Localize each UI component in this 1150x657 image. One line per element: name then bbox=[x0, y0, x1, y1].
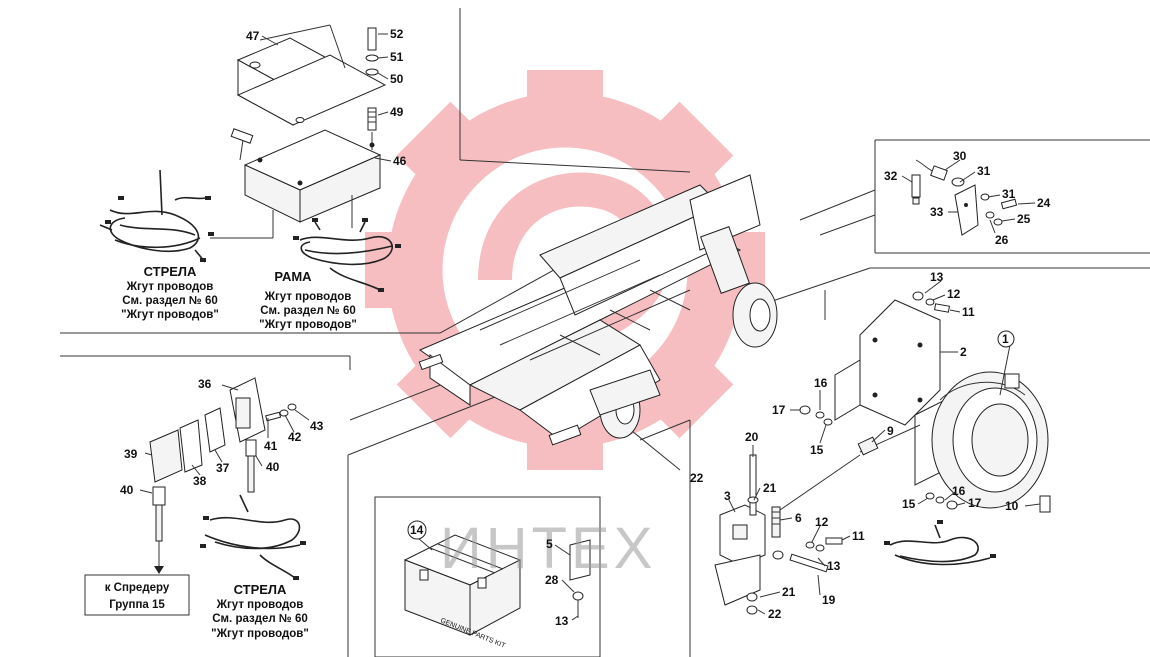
callout-19: 19 bbox=[822, 593, 836, 607]
caption-line: Группа 15 bbox=[109, 599, 165, 611]
callout-3: 3 bbox=[724, 489, 731, 503]
callout-12b: 12 bbox=[815, 515, 829, 529]
callout-14: 14 bbox=[410, 523, 424, 537]
wire-harness-right bbox=[884, 520, 996, 566]
caption-line: Жгут проводов bbox=[264, 291, 352, 303]
wire-harness-rama bbox=[293, 218, 401, 292]
callout-51: 51 bbox=[390, 50, 404, 64]
caption-line: См. раздел № 60 bbox=[260, 305, 355, 317]
caption-line: "Жгут проводов" bbox=[121, 309, 219, 321]
callout-1: 1 bbox=[1002, 332, 1009, 346]
callout-42: 42 bbox=[288, 430, 302, 444]
callout-36: 36 bbox=[198, 377, 212, 391]
caption-line: Жгут проводов bbox=[126, 281, 214, 293]
callout-40b: 40 bbox=[120, 483, 134, 497]
genuine-parts-kit: GENUINE PARTS KIT bbox=[403, 534, 522, 650]
callout-15a: 15 bbox=[810, 443, 824, 457]
callout-25: 25 bbox=[1017, 212, 1031, 226]
callout-15b: 15 bbox=[902, 497, 916, 511]
caption-line: к Спредеру bbox=[105, 582, 170, 594]
callout-21b: 21 bbox=[782, 585, 796, 599]
sensor-assembly-30-33 bbox=[911, 159, 1018, 236]
callout-30: 30 bbox=[953, 149, 967, 163]
caption-strela-bottom: СТРЕЛА Жгут проводов См. раздел № 60 "Жг… bbox=[211, 582, 309, 640]
connector-assembly-36-43 bbox=[149, 377, 297, 574]
caption-line: См. раздел № 60 bbox=[212, 613, 307, 625]
callout-32: 32 bbox=[884, 169, 898, 183]
callout-26: 26 bbox=[995, 233, 1009, 247]
callout-28: 28 bbox=[545, 573, 559, 587]
caption-spreader: к Спредеру Группа 15 bbox=[105, 582, 170, 611]
wire-harness-strela-bottom bbox=[200, 494, 306, 580]
callout-22b: 22 bbox=[690, 471, 704, 485]
bracket-47 bbox=[236, 24, 387, 126]
callout-38: 38 bbox=[193, 474, 207, 488]
callout-31b: 31 bbox=[1002, 187, 1016, 201]
callout-46: 46 bbox=[393, 154, 407, 168]
callout-2: 2 bbox=[960, 345, 967, 359]
small-parts-5-28 bbox=[569, 539, 591, 618]
caption-title: СТРЕЛА bbox=[144, 264, 197, 279]
callout-17b: 17 bbox=[968, 496, 982, 510]
cable-drum-1 bbox=[857, 371, 1049, 509]
callout-33: 33 bbox=[930, 205, 944, 219]
spreader-ref-box bbox=[84, 574, 190, 616]
callout-47: 47 bbox=[246, 29, 260, 43]
callout-9: 9 bbox=[887, 424, 894, 438]
bracket-2 bbox=[834, 299, 941, 426]
callout-10: 10 bbox=[1005, 499, 1019, 513]
wire-harness-strela-top bbox=[99, 169, 214, 263]
caption-line: Жгут проводов bbox=[216, 599, 304, 611]
callout-5: 5 bbox=[546, 537, 553, 551]
caption-line: "Жгут проводов" bbox=[259, 319, 357, 331]
control-box-46 bbox=[210, 128, 382, 239]
callout-16b: 16 bbox=[952, 484, 966, 498]
callout-13a: 13 bbox=[930, 270, 944, 284]
callout-40a: 40 bbox=[266, 460, 280, 474]
callout-22a: 22 bbox=[768, 607, 782, 621]
callout-24: 24 bbox=[1037, 196, 1051, 210]
panel-dividers bbox=[60, 8, 1150, 657]
callout-50: 50 bbox=[390, 72, 404, 86]
callout-1-circle bbox=[997, 330, 1015, 348]
caption-title: РАМА bbox=[274, 269, 312, 284]
callout-14-circle bbox=[407, 520, 427, 540]
leader-lines bbox=[139, 33, 1041, 621]
callout-20: 20 bbox=[745, 430, 759, 444]
callout-39: 39 bbox=[124, 447, 138, 461]
callout-11b: 11 bbox=[852, 529, 865, 543]
caption-title: СТРЕЛА bbox=[234, 582, 287, 597]
callout-52: 52 bbox=[390, 27, 404, 41]
callout-49: 49 bbox=[390, 105, 404, 119]
callout-21a: 21 bbox=[763, 481, 777, 495]
hardware-right bbox=[799, 291, 1051, 513]
mount-brackets-3-4-6 bbox=[714, 454, 861, 615]
caption-line: См. раздел № 60 bbox=[122, 295, 217, 307]
callout-16a: 16 bbox=[814, 376, 828, 390]
callout-12a: 12 bbox=[947, 287, 961, 301]
callout-41: 41 bbox=[264, 439, 278, 453]
reach-stacker-machine bbox=[418, 174, 778, 446]
callout-6: 6 bbox=[795, 511, 802, 525]
caption-rama: РАМА Жгут проводов См. раздел № 60 "Жгут… bbox=[259, 269, 357, 331]
watermark-text: ИНТЕХ bbox=[440, 516, 656, 581]
caption-strela-top: СТРЕЛА Жгут проводов См. раздел № 60 "Жг… bbox=[121, 264, 219, 321]
callout-37: 37 bbox=[216, 461, 230, 475]
callout-31a: 31 bbox=[977, 164, 991, 178]
callout-13b: 13 bbox=[827, 559, 841, 573]
caption-line: "Жгут проводов" bbox=[211, 628, 309, 640]
callouts: 47 52 51 50 49 46 30 31 32 31 24 33 25 2… bbox=[120, 27, 1051, 628]
callout-43: 43 bbox=[310, 419, 324, 433]
callout-11a: 11 bbox=[962, 305, 975, 319]
callout-13c: 13 bbox=[555, 614, 569, 628]
callout-17a: 17 bbox=[772, 403, 786, 417]
